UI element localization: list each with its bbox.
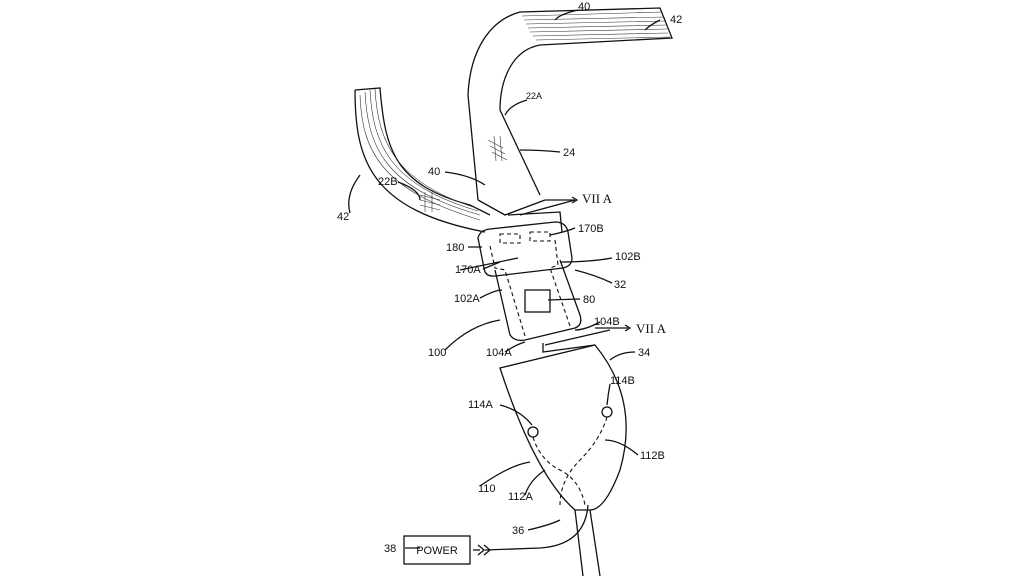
label-114a: 114A xyxy=(468,399,494,411)
left-webbing xyxy=(354,87,491,233)
housing-180 xyxy=(477,221,573,277)
cable-36 xyxy=(473,504,589,556)
tongue-plate xyxy=(459,199,611,353)
label-24: 24 xyxy=(563,147,575,159)
label-38: 38 xyxy=(384,543,396,555)
label-22a: 22A xyxy=(526,91,542,101)
buckle xyxy=(499,344,627,576)
label-100: 100 xyxy=(428,347,446,359)
power-label: POWER xyxy=(416,545,458,557)
label-42-top: 42 xyxy=(670,14,682,26)
label-180: 180 xyxy=(446,242,464,254)
label-104b: 104B xyxy=(594,316,620,328)
upper-webbing xyxy=(467,7,673,216)
label-32: 32 xyxy=(614,279,626,291)
label-112b: 112B xyxy=(640,450,665,462)
label-34: 34 xyxy=(638,347,650,359)
label-22b: 22B xyxy=(378,176,398,188)
label-110: 110 xyxy=(478,483,496,495)
label-104a: 104A xyxy=(486,347,512,359)
label-102b: 102B xyxy=(615,251,641,263)
label-170a: 170A xyxy=(455,264,481,276)
label-114b: 114B xyxy=(610,375,635,387)
label-viia-lower: VII A xyxy=(636,321,667,336)
label-36: 36 xyxy=(512,525,524,537)
label-40-top: 40 xyxy=(578,1,590,13)
label-40-left: 40 xyxy=(428,166,440,178)
reference-labels: 40 42 22A 24 22B 40 42 VII A 170B 180 17… xyxy=(337,1,682,555)
chip-80 xyxy=(524,289,551,313)
power-box: POWER xyxy=(403,535,471,565)
label-102a: 102A xyxy=(454,293,480,305)
label-170b: 170B xyxy=(578,223,604,235)
label-viia-upper: VII A xyxy=(582,191,613,206)
leader-lines xyxy=(348,9,661,549)
label-80: 80 xyxy=(583,294,595,306)
label-112a: 112A xyxy=(508,491,534,503)
label-42-left: 42 xyxy=(337,211,349,223)
